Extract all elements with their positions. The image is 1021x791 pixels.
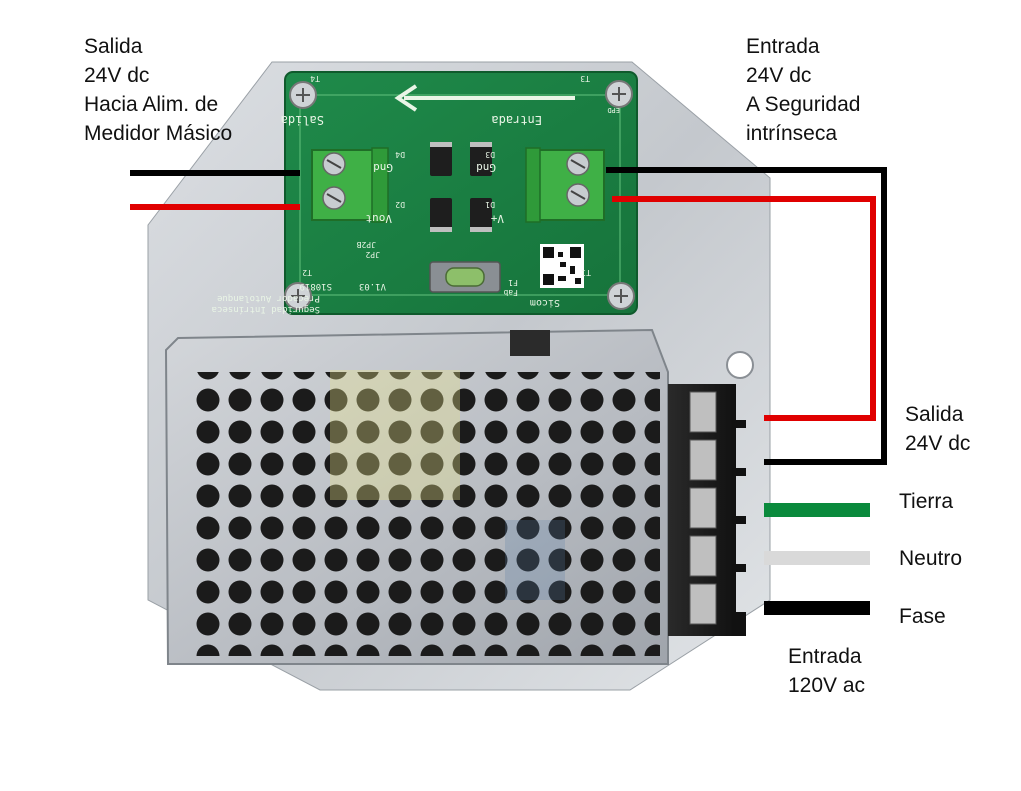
ac-terminal-strip (668, 384, 746, 636)
pcb-label-f1: F1 (508, 278, 518, 287)
wire-entrada-negative (606, 167, 887, 465)
pcb-label-brand: Sicom (530, 297, 560, 308)
pcb-label-line1: Seguridad Intrínseca (212, 304, 320, 314)
pcb-label-fab: Fab (503, 288, 518, 297)
pcb-label-vout: Vout (366, 212, 393, 225)
label-entrada-seguridad: Entrada 24V dc A Seguridad intrínseca (746, 32, 860, 148)
pcb-label-ver: V1.03 (359, 281, 386, 291)
screw-icon (284, 282, 312, 310)
label-neutro: Neutro (899, 547, 963, 570)
screw-icon (605, 80, 633, 108)
fuse-icon (429, 261, 501, 293)
pcb-label-t4: T4 (310, 74, 320, 83)
pcb-label-gnd-left: Gnd (373, 161, 393, 174)
label-entrada-120v: Entrada 120V ac (788, 642, 865, 700)
label-line: Hacia Alim. de (84, 93, 219, 116)
pcb-label-d1: D1 (485, 200, 495, 209)
terminal-block-salida (311, 147, 389, 223)
label-salida-medidor: Salida 24V dc Hacia Alim. de Medidor Más… (84, 32, 232, 148)
pcb-label-t3: T3 (580, 74, 590, 83)
pcb-label-vplus: V+ (490, 212, 504, 225)
wire-entrada-positive (612, 196, 876, 421)
qr-code-icon (540, 244, 584, 288)
screw-icon (289, 81, 317, 109)
label-line: 24V dc (746, 64, 812, 87)
pcb-label-line2: Precador Autolanque (217, 293, 320, 303)
label-salida-24v: Salida 24V dc (905, 400, 970, 458)
pcb-label-jp2: JP2 (365, 250, 380, 259)
wires (130, 167, 887, 615)
label-line: A Seguridad (746, 93, 861, 116)
pcb-label-epd: EPD (607, 106, 620, 114)
label-fase: Fase (899, 605, 946, 628)
label-line: intrínseca (746, 122, 838, 145)
screw-icon (607, 282, 635, 310)
pcb-label-d4: D4 (395, 150, 405, 159)
pcb-label-t1: T1 (581, 268, 591, 277)
pcb-label-t2: T2 (302, 268, 312, 277)
plate-hole (726, 351, 754, 379)
diode-group (430, 142, 492, 232)
label-line: Entrada (788, 645, 862, 668)
label-line: Salida (905, 403, 964, 426)
pcb-label-jp2b: JP2B (357, 240, 376, 249)
label-line: 24V dc (84, 64, 150, 87)
pcb-label-entrada: Entrada (491, 113, 542, 127)
pcb-label-gnd-right: Gnd (476, 161, 496, 174)
pcb-label-d3: D3 (485, 150, 495, 159)
label-line: Entrada (746, 35, 820, 58)
label-line: Salida (84, 35, 143, 58)
pcb-board: Salida Entrada Gnd Vout Gnd V+ D4 D3 D2 … (212, 71, 638, 315)
label-line: Medidor Másico (84, 122, 233, 145)
pcb-label-code: S10819 (299, 281, 332, 291)
terminal-block-entrada (525, 147, 605, 223)
pcb-label-salida: Salida (281, 113, 324, 127)
label-line: 120V ac (788, 674, 866, 697)
pcb-label-d2: D2 (395, 200, 405, 209)
label-line: 24V dc (905, 432, 971, 455)
label-tierra: Tierra (899, 490, 954, 513)
power-supply-cage (164, 328, 669, 665)
